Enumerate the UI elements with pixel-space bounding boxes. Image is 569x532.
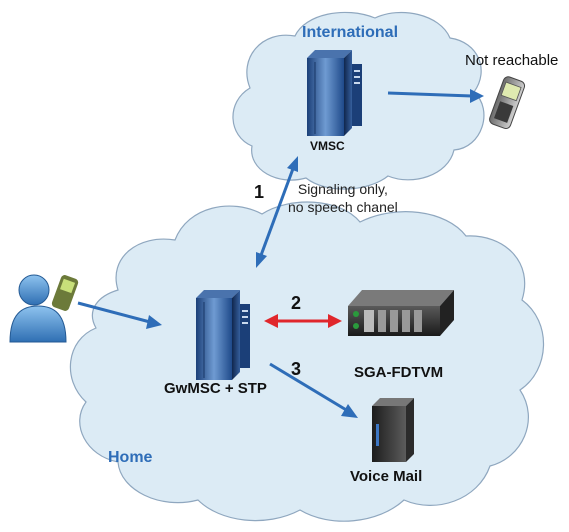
signaling-note-line1: Signaling only, [297, 181, 388, 197]
sga-rack-icon [348, 290, 454, 336]
vmsc-label: VMSC [310, 139, 345, 153]
signaling-arrow [256, 156, 298, 268]
signaling-note-line2: no speech chanel [288, 199, 398, 215]
voicemail-pc-icon [372, 398, 414, 462]
gwmsc-sga-arrow [264, 314, 342, 328]
user-with-phone-icon [9, 274, 79, 343]
signaling-note: Signaling only, no speech chanel [288, 180, 398, 216]
vmsc-to-mobile-arrow [387, 89, 484, 103]
step-3-label: 3 [291, 359, 302, 379]
gwmsc-label: GwMSC + STP [164, 380, 267, 397]
voicemail-label: Voice Mail [350, 468, 423, 485]
not-reachable-label: Not reachable [465, 52, 559, 69]
home-label: Home [108, 449, 153, 466]
gwmsc-to-voicemail-arrow [269, 362, 358, 418]
sga-label: SGA-FDTVM [354, 364, 444, 381]
mobile-phone-icon [489, 76, 526, 130]
user-to-gwmsc-arrow [77, 301, 162, 329]
step-1-label: 1 [254, 182, 265, 202]
gwmsc-server-icon [196, 290, 250, 380]
step-2-label: 2 [291, 293, 302, 313]
vmsc-server-icon [307, 50, 362, 136]
home-cloud [69, 201, 545, 522]
international-label: International [302, 24, 399, 41]
